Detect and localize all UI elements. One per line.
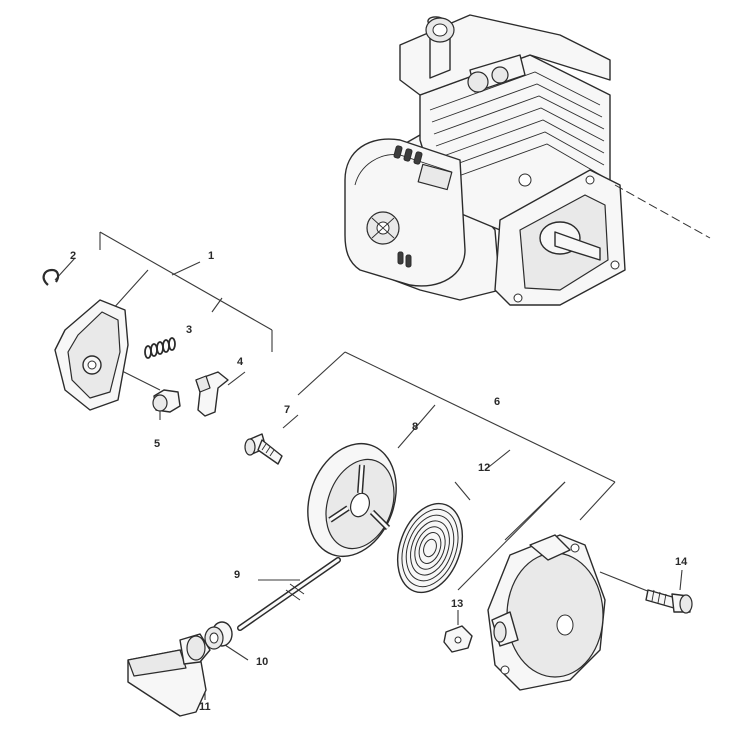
bolt-7-part (244, 433, 283, 465)
part-label-13: 13 (451, 598, 463, 610)
starter-rope-part (237, 557, 341, 631)
starter-pulley-part (54, 299, 129, 411)
part-labels: 1 2 3 4 5 6 7 8 9 10 11 12 13 14 (70, 250, 688, 713)
part-label-5: 5 (154, 438, 160, 450)
part-label-11: 11 (199, 701, 211, 713)
leader-lines-group-6 (204, 351, 683, 700)
starter-handle-part (127, 633, 211, 717)
recoil-spring-part (397, 502, 463, 594)
part-label-6: 6 (494, 396, 500, 408)
part-label-4: 4 (237, 356, 244, 368)
part-label-14: 14 (675, 556, 688, 568)
starter-case-part (487, 534, 606, 691)
part-label-8: 8 (412, 421, 418, 433)
ratchet-pawl-part (195, 371, 229, 417)
roller-part (152, 389, 181, 413)
part-label-1: 1 (208, 250, 214, 262)
part-label-7: 7 (284, 404, 290, 416)
part-label-2: 2 (70, 250, 76, 262)
nut-part (443, 625, 473, 653)
part-label-12: 12 (478, 462, 490, 474)
grommet-part (204, 621, 233, 650)
part-label-3: 3 (186, 324, 192, 336)
spring-part (144, 337, 176, 359)
engine-drawing (344, 14, 711, 306)
bolt-14-part (645, 589, 693, 614)
clip-part (42, 268, 60, 286)
rope-reel-part (307, 442, 397, 558)
part-label-9: 9 (234, 569, 240, 581)
part-label-10: 10 (256, 656, 268, 668)
